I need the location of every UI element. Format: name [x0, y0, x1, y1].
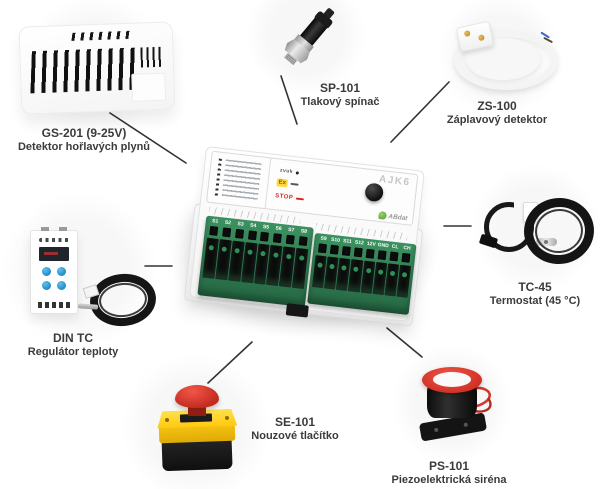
mushroom-cap — [175, 385, 219, 408]
label-tc45: TC-45 Termostat (45 °C) — [489, 280, 581, 307]
terminal-row — [38, 302, 70, 308]
label-zs100: ZS-100 Záplavový detektor — [446, 99, 548, 126]
siren-image — [412, 360, 498, 442]
cable-coil — [466, 38, 540, 80]
stop-indicator: STOP — [275, 193, 305, 202]
led-indicator-column — [207, 151, 272, 209]
vent-slats-icon — [140, 46, 163, 68]
sound-indicator-label: zvuk — [280, 168, 300, 176]
indicator-dash — [290, 182, 299, 186]
leaf-icon — [378, 210, 387, 220]
siren-top — [433, 372, 471, 387]
connector-zs100 — [390, 81, 450, 143]
led-row — [39, 238, 69, 242]
temperature-probe — [77, 303, 99, 310]
lcd-display — [39, 247, 69, 261]
emergency-button-image — [146, 380, 248, 476]
buzzer-knob — [364, 182, 385, 203]
model-label: AJK6 — [378, 173, 412, 189]
detector-label-panel — [131, 72, 167, 102]
mount-tabs — [41, 227, 67, 231]
label-se101: SE-101 Nouzové tlačítko — [251, 415, 339, 442]
brand-name: ABdat — [388, 212, 408, 222]
vent-slats-icon — [30, 47, 136, 94]
gas-detector-image — [18, 21, 176, 115]
label-dintc: DIN TC Regulátor teploty — [27, 331, 119, 358]
wire-slot-row — [312, 255, 412, 298]
label-gs201: GS-201 (9-25V) Detektor hořlavých plynů — [17, 126, 151, 153]
flood-detector-image — [446, 20, 558, 90]
thermostat-image — [478, 193, 599, 269]
label-ps101: PS-101 Piezoelektrická siréna — [391, 459, 507, 486]
cable-coil — [454, 30, 558, 90]
temperature-regulator-image — [28, 226, 159, 330]
button-grid — [40, 267, 68, 291]
pressure-switch-image — [272, 2, 348, 70]
central-control-unit: AJK6 zvuk Ex STOP ABdat — [183, 146, 425, 327]
din-rail-clip — [285, 303, 309, 318]
wire-slot-row — [202, 237, 309, 289]
vent-slats-icon — [71, 30, 131, 41]
brand-logo: ABdat — [378, 210, 408, 222]
connector-ps101 — [386, 327, 423, 358]
stop-led — [296, 197, 305, 201]
din-module — [30, 227, 78, 314]
ex-indicator: Ex — [276, 178, 299, 188]
sensor-body — [278, 2, 342, 71]
label-sp101: SP-101 Tlakový spínač — [300, 81, 380, 108]
ex-warning-icon: Ex — [276, 178, 289, 188]
